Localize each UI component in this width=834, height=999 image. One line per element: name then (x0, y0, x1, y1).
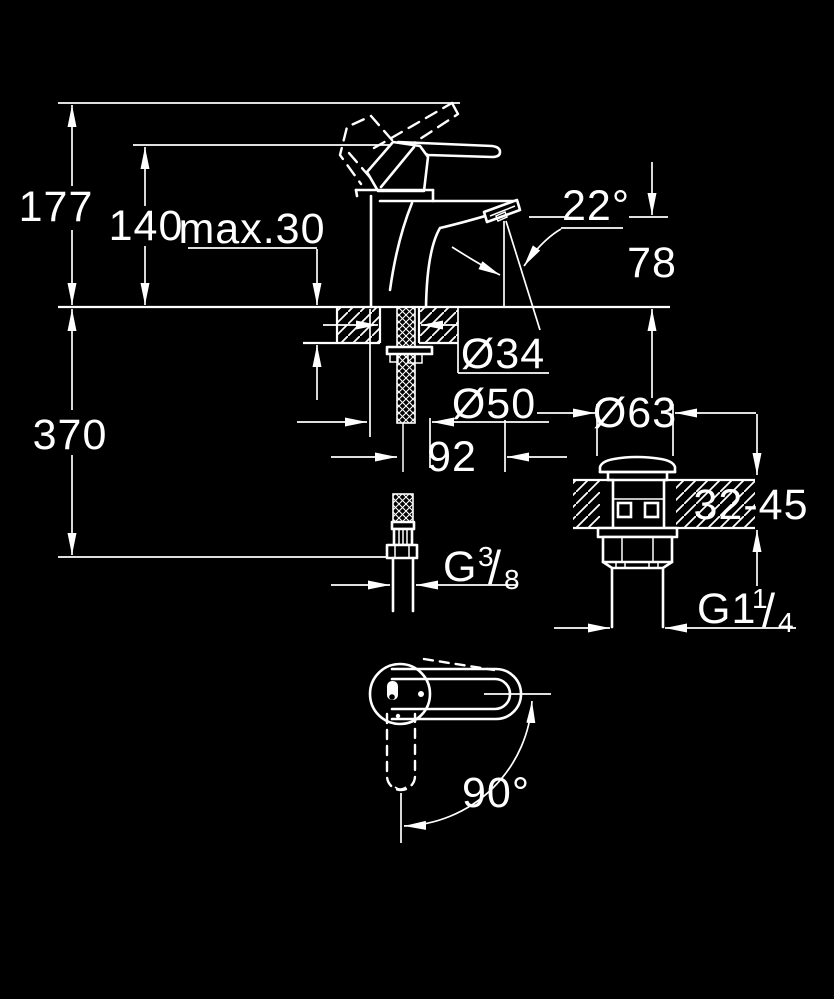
dim-supply-thread: G 3 / 8 (443, 541, 520, 595)
waste-flange (596, 526, 679, 539)
dim-waste-thread: G1 1 / 4 (697, 583, 794, 638)
deck-hatch-left (338, 308, 380, 343)
handle-top-view (390, 667, 523, 721)
threaded-shank (396, 306, 416, 424)
deck-hatch-right (420, 308, 458, 343)
handle-slot-mark (387, 681, 398, 700)
lever-raised-dashed (372, 101, 454, 150)
supply-thread-slash: / (488, 541, 502, 594)
supply-hose (385, 493, 419, 613)
mounting-flange (385, 345, 434, 356)
waste-thread-prefix: G1 (697, 585, 756, 633)
dim-below-deck-length: 370 (33, 411, 108, 459)
dim-shank-hole-dia: Ø34 (461, 330, 545, 378)
faucet-top-view (368, 657, 523, 792)
waste-deck-hatch-right (676, 481, 755, 527)
hose-nut (385, 543, 419, 560)
overflow-window (643, 501, 660, 519)
waste-cap (598, 455, 677, 474)
dimension-arrows (67, 105, 796, 830)
dim-outlet-height: 78 (627, 239, 677, 287)
dim-waste-cap-dia: Ø63 (593, 389, 677, 437)
waste-locknut (601, 535, 674, 564)
dim-spout-top-height: 140 (109, 202, 184, 250)
dim-aerator-angle: 22° (562, 182, 630, 230)
dim-waste-deck-range: 32-45 (694, 481, 809, 529)
supply-thread-denominator: 8 (504, 564, 520, 595)
body-top-view (368, 662, 432, 726)
braided-hose (392, 493, 414, 523)
waste-deck-hatch-left (573, 481, 600, 527)
pop-up-waste (573, 455, 755, 629)
supply-thread-prefix: G (443, 543, 477, 591)
waste-thread-numerator: 1 (752, 583, 768, 614)
dim-spout-projection: 92 (427, 433, 477, 481)
countertop-section (303, 306, 458, 472)
dim-swivel-angle: 90° (462, 769, 530, 817)
lever-handle (396, 140, 502, 159)
dim-max-deck: max.30 (178, 205, 325, 253)
dim-total-height: 177 (19, 183, 94, 231)
waste-thread-denominator: 4 (778, 607, 794, 638)
faucet-side-view (338, 101, 522, 309)
overflow-window (616, 501, 633, 519)
supply-thread-numerator: 3 (478, 541, 494, 572)
waste-thread-slash: / (762, 584, 776, 637)
dimension-labels: 177 140 max.30 22° 78 Ø34 Ø50 92 Ø63 370… (19, 182, 809, 817)
dim-base-dia: Ø50 (452, 380, 536, 428)
handle-rotated-dashed (385, 712, 417, 792)
swivel-arc (403, 700, 536, 830)
